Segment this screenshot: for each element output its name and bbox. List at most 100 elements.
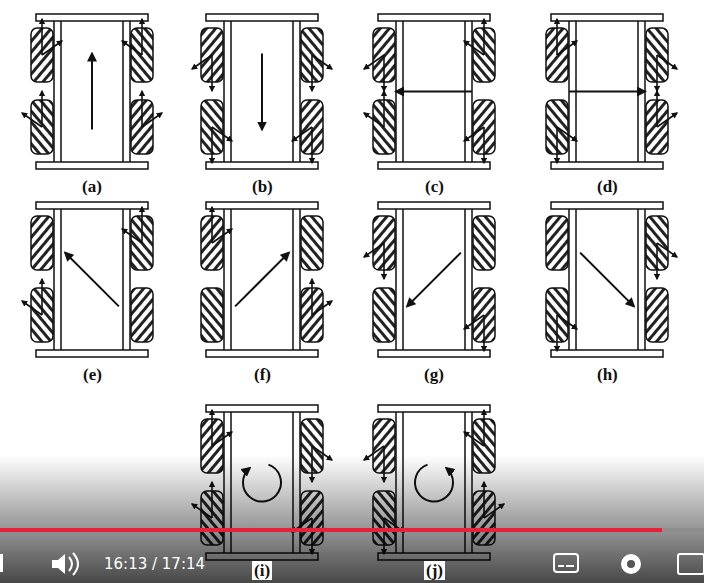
wheel-force-arrow bbox=[483, 315, 485, 351]
roller-force-arrow bbox=[364, 55, 384, 69]
wheel-force-arrow bbox=[141, 91, 143, 127]
chassis-body bbox=[226, 18, 298, 165]
chassis-bar bbox=[551, 14, 663, 21]
chassis-bar bbox=[36, 350, 148, 357]
chassis-bar bbox=[206, 350, 318, 357]
roller-force-arrow bbox=[557, 41, 577, 55]
chassis-bar bbox=[36, 162, 148, 169]
roller-force-arrow bbox=[657, 55, 677, 69]
subfigure-label: (c) bbox=[423, 177, 446, 196]
robot-chassis bbox=[22, 14, 162, 169]
chassis-body bbox=[571, 206, 643, 353]
subfigure-label: (f) bbox=[252, 365, 273, 384]
mecanum-wheel bbox=[546, 216, 568, 270]
wheel-force-arrow bbox=[141, 207, 143, 243]
wheel-force-arrow bbox=[41, 279, 43, 315]
robot-chassis bbox=[364, 202, 495, 357]
video-time: 16:13 / 17:14 bbox=[104, 557, 205, 572]
chassis-rail bbox=[293, 20, 300, 163]
wheel-force-arrow bbox=[211, 127, 213, 163]
roller-force-arrow bbox=[364, 113, 384, 127]
wheel-force-arrow bbox=[656, 55, 658, 91]
robot-chassis bbox=[546, 14, 677, 169]
wheel-force-arrow bbox=[41, 91, 43, 127]
wheel-force-arrow bbox=[311, 127, 313, 163]
chassis-rail bbox=[123, 20, 130, 163]
chassis-bar bbox=[206, 202, 318, 209]
wheel-force-arrow bbox=[211, 55, 213, 91]
chassis-rail bbox=[224, 208, 231, 351]
wheel-force-arrow bbox=[383, 243, 385, 279]
chassis-rail bbox=[54, 20, 61, 163]
chassis-bar bbox=[36, 202, 148, 209]
wheel-force-arrow bbox=[556, 315, 558, 351]
subfigure-label: (i) bbox=[252, 561, 272, 580]
motion-arrow bbox=[91, 54, 93, 130]
subfigure-label: (d) bbox=[595, 177, 620, 196]
chassis-body bbox=[398, 206, 470, 353]
mecanum-wheel bbox=[301, 216, 323, 270]
chassis-body bbox=[56, 18, 128, 165]
chassis-bar bbox=[36, 14, 148, 21]
roller-force-arrow bbox=[464, 41, 484, 55]
roller-force-arrow bbox=[657, 113, 677, 127]
mecanum-wheel bbox=[131, 288, 153, 342]
mecanum-wheel bbox=[201, 288, 223, 342]
roller-force-arrow bbox=[464, 315, 484, 329]
mecanum-wheel bbox=[31, 216, 53, 270]
chassis-bar bbox=[206, 162, 318, 169]
roller-force-arrow bbox=[122, 229, 142, 243]
roller-force-arrow bbox=[142, 113, 162, 127]
wheel-force-arrow bbox=[383, 55, 385, 91]
chassis-bar bbox=[378, 202, 490, 209]
subfigure-label: (g) bbox=[422, 365, 446, 384]
subfigure-label: (e) bbox=[81, 365, 104, 384]
wheel-force-arrow bbox=[483, 19, 485, 55]
robot-chassis bbox=[201, 202, 332, 357]
chassis-bar bbox=[551, 350, 663, 357]
roller-force-arrow bbox=[212, 432, 232, 446]
chassis-bar bbox=[378, 14, 490, 21]
motion-arrow bbox=[396, 91, 472, 93]
roller-force-arrow bbox=[464, 432, 484, 446]
motion-arrow bbox=[569, 91, 645, 93]
chassis-bar bbox=[206, 14, 318, 21]
wheel-force-arrow bbox=[656, 91, 658, 127]
motion-arrow bbox=[580, 253, 634, 307]
chassis-rail bbox=[465, 208, 472, 351]
roller-force-arrow bbox=[557, 127, 577, 141]
wheel-force-arrow bbox=[41, 19, 43, 55]
chassis-bar bbox=[378, 405, 490, 412]
motion-arrow bbox=[407, 253, 461, 307]
roller-force-arrow bbox=[557, 315, 577, 329]
roller-force-arrow bbox=[22, 301, 42, 315]
wheel-force-arrow bbox=[556, 127, 558, 163]
chassis-body bbox=[56, 206, 128, 353]
subfigure-label: (j) bbox=[424, 561, 445, 580]
motion-arrow bbox=[235, 253, 289, 307]
robot-chassis bbox=[546, 202, 677, 357]
roller-force-arrow bbox=[212, 229, 232, 243]
wheel-force-arrow bbox=[141, 19, 143, 55]
wheel-force-arrow bbox=[483, 410, 485, 446]
roller-force-arrow bbox=[657, 243, 677, 257]
roller-force-arrow bbox=[22, 113, 42, 127]
roller-force-arrow bbox=[364, 243, 384, 257]
chassis-rail bbox=[396, 208, 403, 351]
subfigure-label: (h) bbox=[595, 365, 620, 384]
wheel-force-arrow bbox=[311, 55, 313, 91]
chassis-bar bbox=[378, 162, 490, 169]
roller-force-arrow bbox=[312, 55, 332, 69]
roller-force-arrow bbox=[192, 55, 212, 69]
subfigure-label: (b) bbox=[250, 177, 275, 196]
roller-force-arrow bbox=[212, 127, 232, 141]
chassis-rail bbox=[224, 20, 231, 163]
mecanum-wheel bbox=[373, 288, 395, 342]
wheel-force-arrow bbox=[311, 279, 313, 315]
subfigure-label: (a) bbox=[80, 177, 104, 196]
chassis-bar bbox=[551, 162, 663, 169]
robot-chassis bbox=[192, 14, 332, 169]
roller-force-arrow bbox=[312, 301, 332, 315]
wheel-force-arrow bbox=[556, 19, 558, 55]
